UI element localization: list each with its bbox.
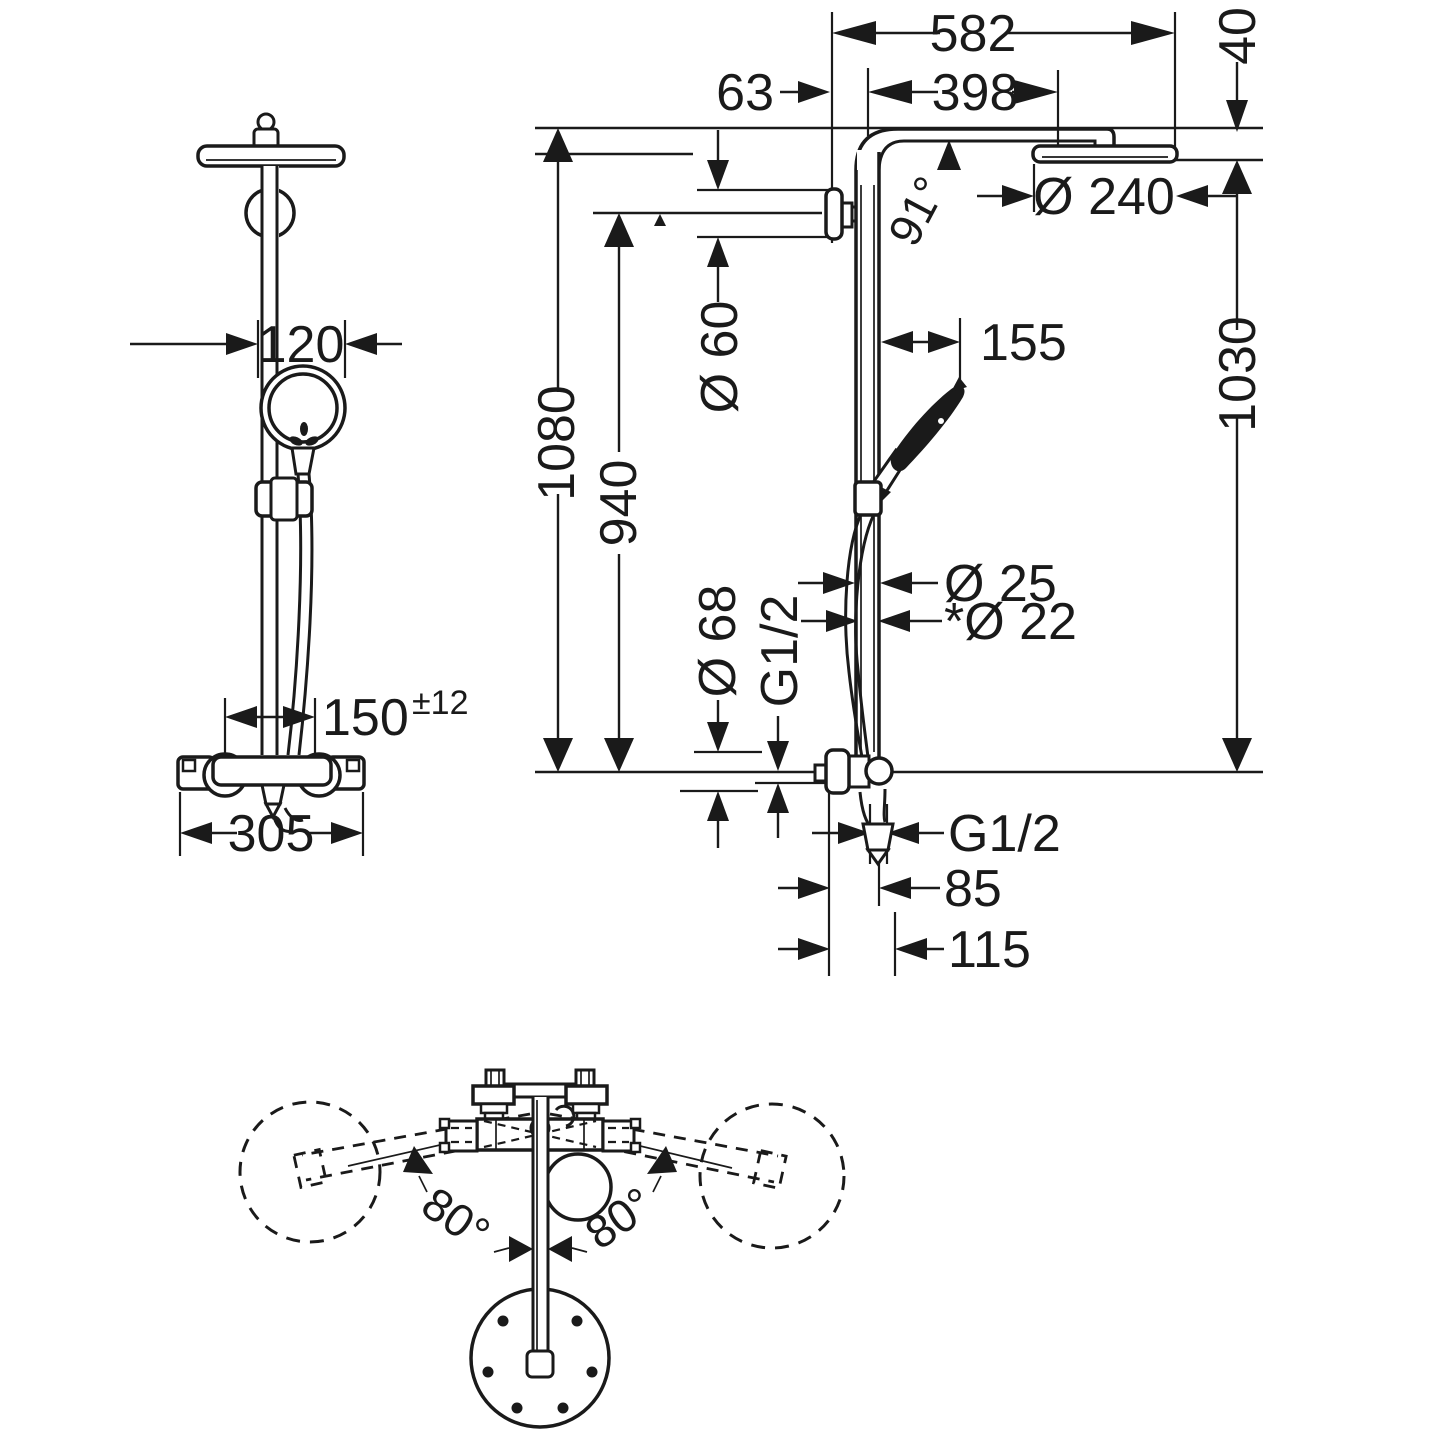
dim-outlet-thread: G1/2 [812,805,1061,863]
dim-height-head: 1030 [1209,160,1267,772]
dim-label-g12-supply: G1/2 [751,595,809,708]
arm-tip [525,1349,555,1379]
hand-shower-head [890,386,965,472]
dim-label-22: *Ø 22 [944,593,1077,651]
valve-top-parts [438,1068,642,1429]
side-view: 582 63 398 40 Ø 240 [528,5,1267,979]
swung-hand-shower-right [698,1102,846,1250]
dim-label-150-tolerance: ±12 [412,684,468,722]
dim-label-40: 40 [1209,7,1267,65]
outlet-cone-front [263,802,283,821]
hand-shower-handle-front [290,446,316,476]
pivot-center-marker [493,1236,588,1262]
shower-hose [844,511,864,758]
dim-label-398: 398 [932,64,1019,122]
hose-hook [554,1104,576,1128]
pipe-front [260,166,279,755]
dim-label-g12-outlet: G1/2 [948,805,1061,863]
cap-notch-right [345,758,361,773]
front-shower-parts [176,112,366,833]
supply-block-right [564,1084,609,1106]
dim-label-85: 85 [944,860,1002,918]
top-view: 80° 80° [238,1068,846,1429]
thermostat-escutcheon [824,748,851,795]
supply-block-left [471,1084,516,1106]
dim-escutcheon-diameter: Ø 68 [689,585,747,848]
side-shower-parts [813,127,1179,867]
overhead-shower-head [1031,144,1179,164]
dim-valve-width: 305 [178,792,365,863]
dim-wall-offset: 63 [716,64,830,122]
slider-clamp [269,476,299,522]
dim-label-240: Ø 240 [1033,168,1175,226]
dim-label-150: 150 [322,689,409,747]
dim-outlet-offset: 85 [778,860,1002,918]
swung-holder-right [751,1148,788,1191]
outlet-nut-front [260,783,286,806]
dim-pipe-cut-diameter: *Ø 22 [801,593,1077,651]
dim-label-63: 63 [716,64,774,122]
dim-holder-projection: 155 [881,314,1067,372]
hand-shower-face [259,364,347,452]
dim-supply-thread: G1/2 [751,595,809,838]
bracket-escutcheon [824,187,844,241]
spray-dots [482,1315,598,1414]
dim-bracket-diameter: Ø 60 [691,130,749,413]
dim-label-25: Ø 25 [944,555,1057,613]
dim-height-supply: 940 [590,213,648,772]
dim-projection-total: 582 [832,5,1175,63]
dim-head-drop: 40 [1209,7,1267,132]
hose-cone [865,848,891,867]
dim-label-115: 115 [948,921,1031,979]
dim-label-305: 305 [228,805,315,863]
front-view: 120 150 ±12 305 [130,112,468,863]
thermostat-body-front [211,755,333,787]
dim-label-940: 940 [590,460,648,547]
wing-right [601,1119,636,1153]
dim-hose-offset: 115 [778,921,1031,979]
spray-logo-icon [289,422,319,446]
arm-top-view [531,1097,550,1364]
dim-hand-shower-diameter: 120 [130,316,402,378]
dim-swivel-left: 80° [403,1146,499,1259]
dim-label-155: 155 [980,314,1067,372]
dim-label-91: 91° [878,168,957,254]
dim-label-582: 582 [930,5,1017,63]
dim-arm-angle: 91° [878,140,961,254]
slider-holder [853,480,883,517]
wing-left [444,1119,479,1153]
dim-label-60: Ø 60 [691,301,749,414]
swung-hand-shower-left [238,1100,382,1244]
dim-head-diameter: Ø 240 [977,168,1237,226]
thermostat-knob-side [864,756,894,786]
dim-pipe-diameter: Ø 25 [798,555,1057,613]
hose-nut [861,822,895,852]
overhead-shower-front [196,144,346,168]
cap-notch-left [181,758,197,773]
dim-label-1030: 1030 [1209,316,1267,432]
dim-label-1080: 1080 [528,385,586,501]
dim-arm-projection: 398 [868,64,1058,122]
dim-height-ceiling: 1080 [528,128,586,772]
dim-supply-spacing: 150 ±12 [223,684,468,754]
hose-below [272,816,294,833]
dim-label-68: Ø 68 [689,585,747,698]
shower-arm-outline [854,127,1116,171]
dim-label-120: 120 [258,316,345,374]
swung-holder-left [292,1147,329,1190]
